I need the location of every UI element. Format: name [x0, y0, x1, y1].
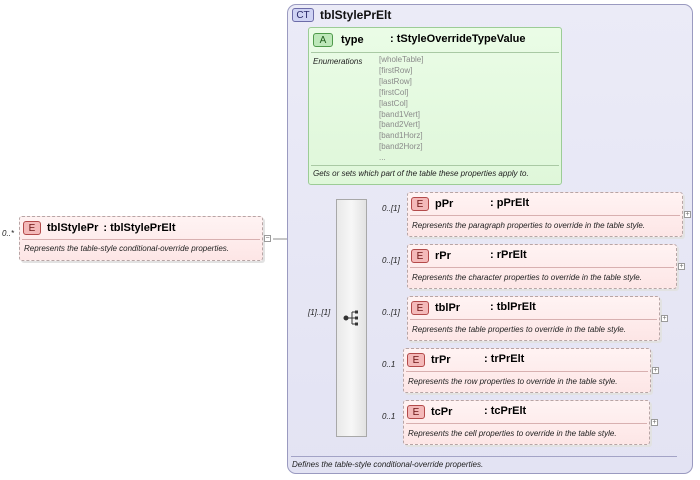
child-element-description: Represents the row properties to overrid…: [408, 377, 618, 386]
enum-item: ...: [379, 153, 386, 163]
child-element-description: Represents the paragraph properties to o…: [412, 221, 646, 230]
root-element-divider: [22, 239, 260, 240]
root-element-type: : tblStylePrElt: [103, 222, 176, 234]
child-element-box[interactable]: [407, 192, 683, 237]
enumerations-label: Enumerations: [313, 57, 363, 66]
expand-icon[interactable]: +: [661, 315, 668, 322]
complex-type-description: Defines the table-style conditional-over…: [292, 460, 484, 469]
element-badge-icon: E: [407, 405, 425, 419]
enum-item: [firstCol]: [379, 87, 409, 97]
root-cardinality: 0..*: [2, 229, 15, 238]
child-element-box[interactable]: [403, 400, 650, 445]
enum-item: [lastRow]: [379, 76, 412, 86]
child-element-type: : rPrElt: [490, 249, 527, 261]
collapse-icon[interactable]: −: [264, 235, 271, 242]
attribute-badge-icon: A: [313, 33, 333, 47]
child-element-name: tblPr: [435, 302, 461, 314]
child-element-header: E pPr: [411, 196, 453, 212]
child-element-description: Represents the cell properties to overri…: [408, 429, 617, 438]
expand-icon[interactable]: +: [678, 263, 685, 270]
child-cardinality: 0..1: [382, 412, 396, 421]
child-element-header: E tcPr: [407, 404, 452, 420]
child-element-name: tcPr: [431, 406, 453, 418]
enum-item: [band1Vert]: [379, 109, 420, 119]
root-element-name: tblStylePr: [47, 222, 99, 234]
child-element-header: E rPr: [411, 248, 451, 264]
complex-type-header: CT tblStylePrElt: [292, 7, 391, 23]
child-element-box[interactable]: [403, 348, 651, 393]
child-element-description: Represents the character properties to o…: [412, 273, 642, 282]
sequence-cardinality: [1]..[1]: [308, 308, 331, 317]
root-element-box[interactable]: [19, 216, 263, 261]
child-element-header: E tblPr: [411, 300, 460, 316]
element-badge-icon: E: [23, 221, 41, 235]
child-element-divider: [406, 371, 648, 372]
sequence-icon: [343, 310, 358, 326]
child-cardinality: 0..[1]: [382, 204, 400, 213]
attribute-divider-2: [311, 165, 559, 166]
child-element-divider: [410, 215, 680, 216]
child-cardinality: 0..1: [382, 360, 396, 369]
child-element-box[interactable]: [407, 244, 677, 289]
element-badge-icon: E: [411, 249, 429, 263]
child-element-name: trPr: [431, 354, 451, 366]
enum-item: [wholeTable]: [379, 55, 424, 64]
child-element-header: E trPr: [407, 352, 451, 368]
complex-type-divider: [291, 456, 677, 457]
attribute-header: A type: [313, 32, 364, 48]
child-element-divider: [410, 267, 674, 268]
child-element-description: Represents the table properties to overr…: [412, 325, 626, 334]
child-element-box[interactable]: [407, 296, 660, 341]
attribute-name: type: [341, 34, 364, 46]
child-cardinality: 0..[1]: [382, 308, 400, 317]
element-badge-icon: E: [411, 197, 429, 211]
child-element-type: : tcPrElt: [484, 405, 527, 417]
child-element-type: : trPrElt: [484, 353, 525, 365]
attribute-description: Gets or sets which part of the table the…: [313, 169, 529, 178]
child-element-name: rPr: [435, 250, 451, 262]
enum-item: [band1Horz]: [379, 131, 423, 141]
child-element-divider: [410, 319, 657, 320]
enum-item: [band2Vert]: [379, 120, 420, 130]
enum-item: [band2Horz]: [379, 142, 423, 152]
attribute-type: : tStyleOverrideTypeValue: [390, 33, 526, 45]
child-cardinality: 0..[1]: [382, 256, 400, 265]
element-badge-icon: E: [411, 301, 429, 315]
child-element-type: : pPrElt: [490, 197, 530, 209]
sequence-bar[interactable]: [336, 199, 367, 437]
complex-type-badge-icon: CT: [292, 8, 314, 22]
root-element-header: E tblStylePr : tblStylePrElt: [23, 220, 175, 236]
enumerations-list: [wholeTable] [firstRow] [lastRow] [first…: [379, 55, 423, 164]
expand-icon[interactable]: +: [652, 367, 659, 374]
enum-item: [lastCol]: [379, 98, 408, 108]
child-element-name: pPr: [435, 198, 454, 210]
child-element-divider: [406, 423, 647, 424]
attribute-box[interactable]: [308, 27, 562, 185]
enum-item: [firstRow]: [379, 65, 413, 75]
complex-type-name: tblStylePrElt: [320, 8, 392, 22]
element-badge-icon: E: [407, 353, 425, 367]
root-element-description: Represents the table-style conditional-o…: [24, 244, 229, 253]
expand-icon[interactable]: +: [684, 211, 691, 218]
expand-icon[interactable]: +: [651, 419, 658, 426]
child-element-type: : tblPrElt: [490, 301, 536, 313]
attribute-divider: [311, 52, 559, 53]
